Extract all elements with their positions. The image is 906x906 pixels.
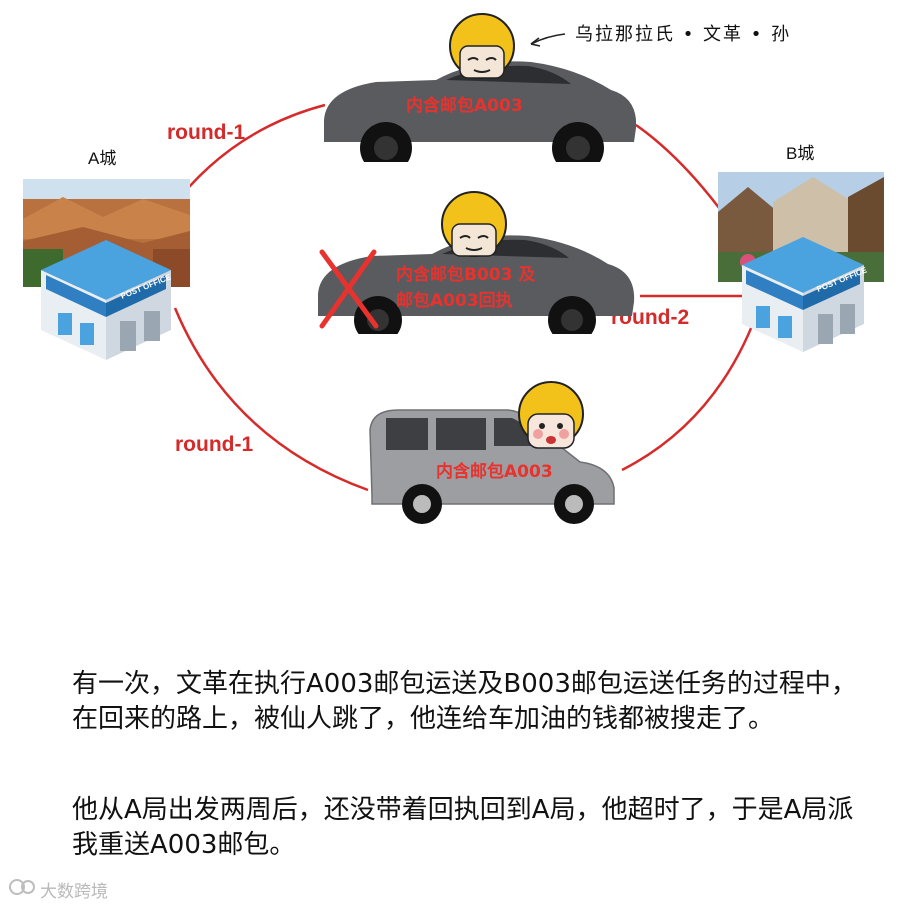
- driver-signature: 乌拉那拉氏 • 文革 • 孙: [575, 20, 791, 46]
- city-a-label: A城: [88, 144, 116, 169]
- cross-mark-icon: [316, 246, 382, 332]
- post-office-b-icon: POST OFFICE: [738, 232, 868, 357]
- city-b-label: B城: [786, 139, 814, 164]
- driver-top-helmet-icon: [446, 12, 518, 84]
- watermark-logo-icon: [8, 876, 36, 898]
- driver-bottom-helmet-icon: [514, 380, 588, 454]
- signature-arrow-icon: [527, 30, 567, 50]
- car-middle-label-line2: 邮包A003回执: [396, 290, 513, 312]
- post-office-a-icon: POST OFFICE: [36, 235, 176, 365]
- van-bottom-label: 内含邮包A003: [436, 461, 553, 483]
- car-top-label: 内含邮包A003: [406, 95, 523, 117]
- story-paragraph-2: 他从A局出发两周后，还没带着回执回到A局，他超时了，于是A局派我重送A003邮包…: [72, 793, 872, 863]
- story-paragraph-1: 有一次，文革在执行A003邮包运送及B003邮包运送任务的过程中，在回来的路上，…: [72, 667, 872, 737]
- round-label-top: round-1: [167, 121, 245, 145]
- round-label-bottom: round-1: [175, 433, 253, 457]
- driver-middle-helmet-icon: [438, 190, 510, 262]
- route-bottom-a-to-van: [175, 308, 368, 490]
- car-middle-label-line1: 内含邮包B003 及: [396, 264, 535, 286]
- watermark-text: 大数跨境: [40, 877, 108, 902]
